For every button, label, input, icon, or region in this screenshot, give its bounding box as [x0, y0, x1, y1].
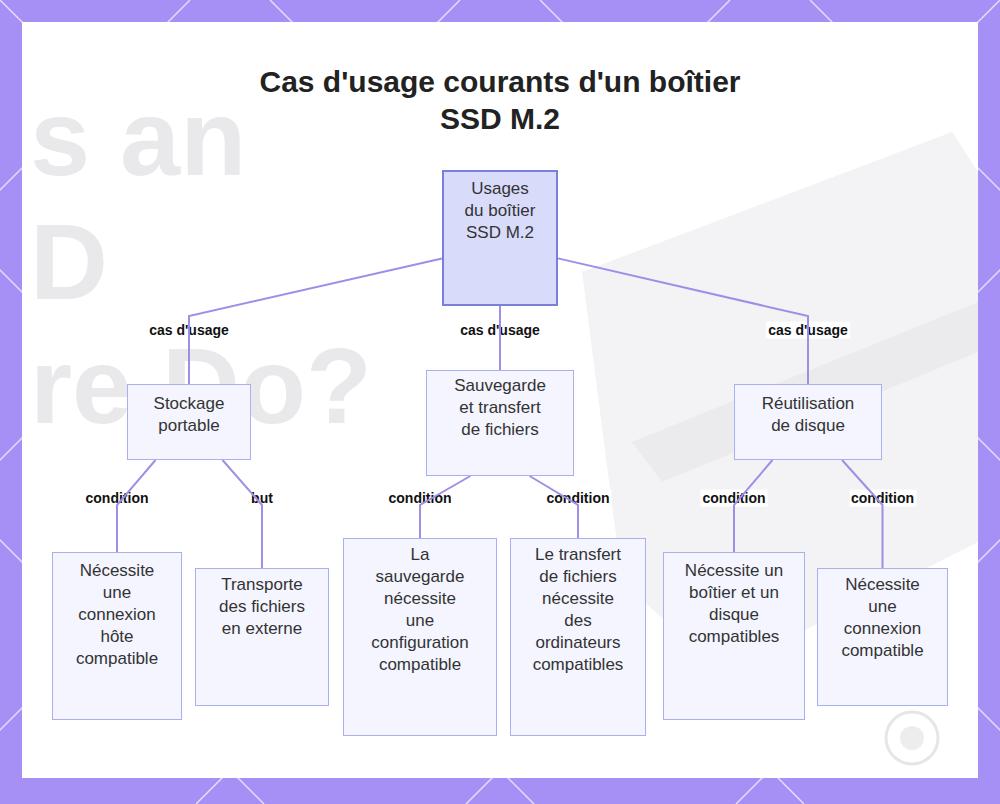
process-box: Nécessite une connexion hôte compatible	[52, 552, 182, 720]
logo-mark	[886, 712, 938, 764]
node-label: Nécessite une connexion hôte compatible	[69, 560, 165, 670]
process-box: Transporte des fichiers en externe	[195, 568, 329, 706]
node-label: Stockage portable	[138, 393, 240, 437]
connector-line	[420, 476, 470, 538]
connector-line	[499, 306, 501, 370]
logo-mark	[900, 726, 924, 750]
node-label: Usages du boîtier SSD M.2	[461, 178, 539, 244]
process-box: Stockage portable	[127, 384, 251, 460]
connector-line	[530, 476, 578, 538]
process-box: Sauvegarde et transfert de fichiers	[426, 370, 574, 476]
root-box: Usages du boîtier SSD M.2	[442, 170, 558, 306]
node-label: Le transfert de fichiers nécessite des o…	[528, 544, 628, 676]
watermark-text: s an	[30, 84, 246, 192]
process-box: La sauvegarde nécessite une configuratio…	[343, 538, 497, 736]
node-label: Transporte des fichiers en externe	[219, 574, 305, 640]
watermark-text: D	[30, 208, 108, 316]
process-box: Nécessite un boîtier et un disque compat…	[663, 552, 805, 720]
node-label: Nécessite un boîtier et un disque compat…	[684, 560, 784, 648]
device-edge	[632, 302, 978, 482]
connector-line	[222, 460, 262, 568]
process-box: Nécessite une connexion compatible	[817, 568, 948, 706]
process-box: Réutilisation de disque	[734, 384, 882, 460]
node-label: Réutilisation de disque	[753, 393, 863, 437]
process-box: Le transfert de fichiers nécessite des o…	[510, 538, 646, 736]
node-label: Nécessite une connexion compatible	[835, 574, 930, 662]
connector-line	[842, 460, 882, 568]
node-label: Sauvegarde et transfert de fichiers	[450, 375, 550, 441]
diagram-title: Cas d'usage courants d'un boîtier SSD M.…	[245, 63, 755, 137]
node-label: La sauvegarde nécessite une configuratio…	[369, 544, 471, 676]
